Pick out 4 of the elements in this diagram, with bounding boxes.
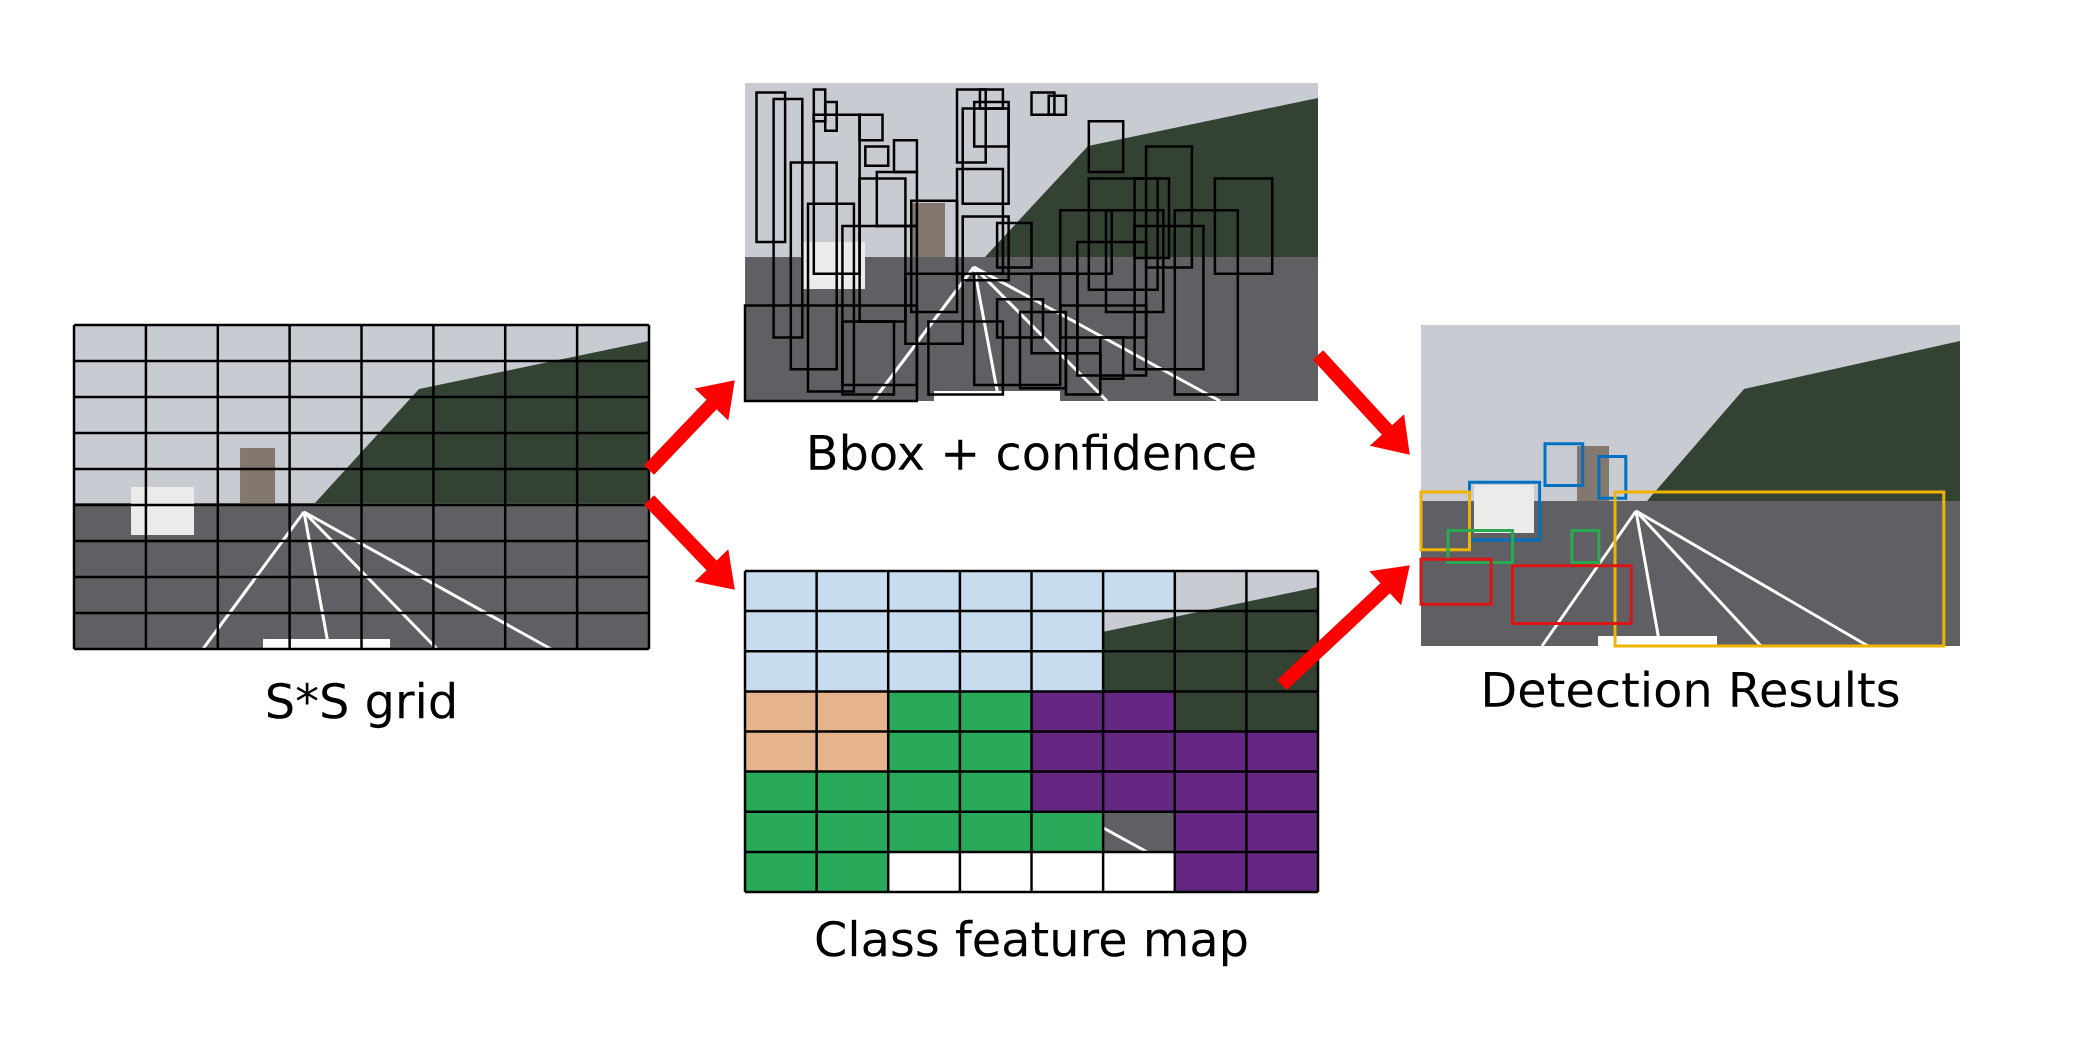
node-label: Bbox + confidence [810,433,1255,471]
node-label: S*S grid [267,681,454,729]
node-label: Class feature map [816,919,1247,967]
node-label: Detection Results [1485,670,1899,708]
